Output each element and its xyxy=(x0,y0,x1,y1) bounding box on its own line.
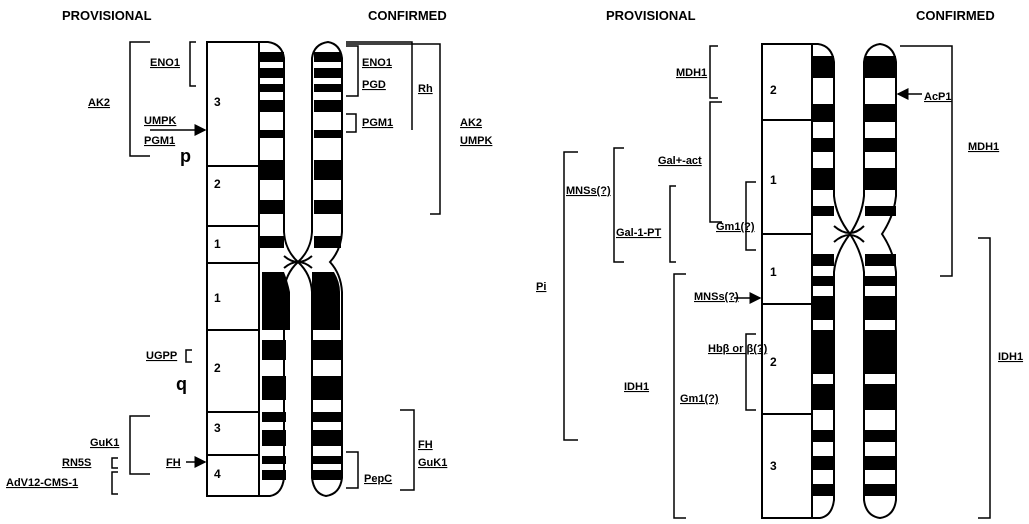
chr2-conf-mdh1: MDH1 xyxy=(968,141,999,153)
chr2-conf-acp1: AcP1 xyxy=(924,91,952,103)
header-right-provisional: PROVISIONAL xyxy=(606,8,696,23)
header-left-confirmed: CONFIRMED xyxy=(368,8,447,23)
chr1-prov-eno1: ENO1 xyxy=(150,57,180,69)
chr1-prov-ugpp: UGPP xyxy=(146,350,177,362)
chr1-arm-q: q xyxy=(176,374,187,394)
chr2-prov-gm1-lower: Gm1(?) xyxy=(680,393,719,405)
chr1-region-p2: 2 xyxy=(214,177,221,191)
chr2-provisional-brackets xyxy=(564,46,756,518)
chr1-conf-umpk: UMPK xyxy=(460,135,492,147)
chr2-confirmed-brackets xyxy=(900,46,990,518)
chr1-prov-pgm1: PGM1 xyxy=(144,135,175,147)
chr1-conf-pgm1: PGM1 xyxy=(362,117,393,129)
chr2-prov-mnss-upper: MNSs(?) xyxy=(566,185,611,197)
chr1-conf-guk1: GuK1 xyxy=(418,457,447,469)
chr1-region-q2: 2 xyxy=(214,361,221,375)
chr2-conf-idh1: IDH1 xyxy=(998,351,1023,363)
chr1-conf-pgd: PGD xyxy=(362,79,386,91)
chr2-prov-gm1-upper: Gm1(?) xyxy=(716,221,755,233)
chr2-prov-mnss-lower: MNSs(?) xyxy=(694,291,739,303)
chr1-prov-ak2: AK2 xyxy=(88,97,110,109)
chr1-region-q1: 1 xyxy=(214,291,221,305)
chr2-region-q2: 2 xyxy=(770,355,777,369)
chr2-prov-pi: Pi xyxy=(536,281,546,293)
chr1-prov-guk1: GuK1 xyxy=(90,437,119,449)
chr1-conf-pepc: PepC xyxy=(364,473,392,485)
chr1-region-q3: 3 xyxy=(214,421,221,435)
header-right-confirmed: CONFIRMED xyxy=(916,8,995,23)
chr1-provisional-brackets xyxy=(112,42,196,494)
header-left-provisional: PROVISIONAL xyxy=(62,8,152,23)
chr2-prov-gal-act: Gal+-act xyxy=(658,155,702,167)
chr1-confirmed-brackets xyxy=(346,42,440,490)
chr2-prov-idh1: IDH1 xyxy=(624,381,649,393)
chr2-region-p2: 2 xyxy=(770,83,777,97)
chr2-region-p1: 1 xyxy=(770,173,777,187)
chr1-prov-fh: FH xyxy=(166,457,181,469)
chr2-region-q1: 1 xyxy=(770,265,777,279)
chr1-arm-p: p xyxy=(180,146,191,166)
chr1-prov-adv12: AdV12-CMS-1 xyxy=(6,477,78,489)
chr1-prov-umpk: UMPK xyxy=(144,115,176,127)
chr1-region-q4: 4 xyxy=(214,467,221,481)
chr1-conf-rh: Rh xyxy=(418,83,433,95)
chr1-region-p3: 3 xyxy=(214,95,221,109)
chr1-prov-rn5s: RN5S xyxy=(62,457,91,469)
chr1-region-p1: 1 xyxy=(214,237,221,251)
chr2-prov-hbb: Hbβ or β(?) xyxy=(708,343,768,355)
chr1-conf-eno1: ENO1 xyxy=(362,57,392,69)
chr2-region-q3: 3 xyxy=(770,459,777,473)
chromosome-2-bands xyxy=(813,56,896,496)
chr2-prov-gal-1-pt: Gal-1-PT xyxy=(616,227,662,239)
chr2-prov-mdh1: MDH1 xyxy=(676,67,707,79)
chr1-conf-ak2: AK2 xyxy=(460,117,482,129)
chr1-conf-fh: FH xyxy=(418,439,433,451)
